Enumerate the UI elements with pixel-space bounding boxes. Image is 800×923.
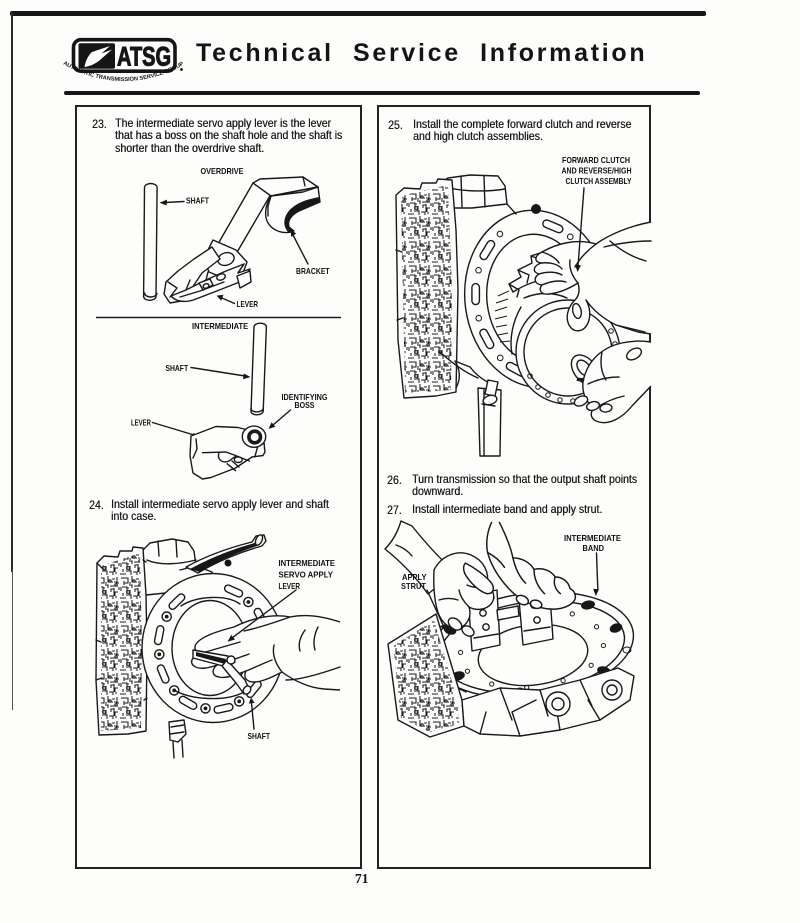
svg-text:STRUT: STRUT (401, 582, 426, 591)
svg-text:SERVO APPLY: SERVO APPLY (279, 571, 334, 580)
svg-text:CLUTCH ASSEMBLY: CLUTCH ASSEMBLY (566, 177, 632, 186)
svg-text:INTERMEDIATE: INTERMEDIATE (279, 559, 336, 568)
svg-text:BOSS: BOSS (295, 401, 315, 410)
svg-text:LEVER: LEVER (237, 300, 259, 309)
svg-text:INTERMEDIATE: INTERMEDIATE (192, 322, 249, 331)
svg-text:FORWARD CLUTCH: FORWARD CLUTCH (562, 156, 630, 165)
svg-text:LEVER: LEVER (131, 418, 151, 427)
svg-text:IDENTIFYING: IDENTIFYING (282, 393, 328, 402)
svg-text:OVERDRIVE: OVERDRIVE (201, 167, 244, 176)
svg-text:SHAFT: SHAFT (248, 732, 271, 741)
svg-text:ATSG: ATSG (117, 41, 171, 71)
svg-text:BRACKET: BRACKET (296, 267, 330, 276)
svg-text:APPLY: APPLY (402, 573, 427, 582)
svg-text:BAND: BAND (583, 544, 605, 553)
svg-text:SHAFT: SHAFT (166, 364, 189, 373)
svg-text:AND REVERSE/HIGH: AND REVERSE/HIGH (562, 166, 632, 175)
svg-text:SHAFT: SHAFT (186, 197, 209, 206)
svg-text:INTERMEDIATE: INTERMEDIATE (564, 534, 621, 543)
svg-text:LEVER: LEVER (279, 582, 301, 591)
